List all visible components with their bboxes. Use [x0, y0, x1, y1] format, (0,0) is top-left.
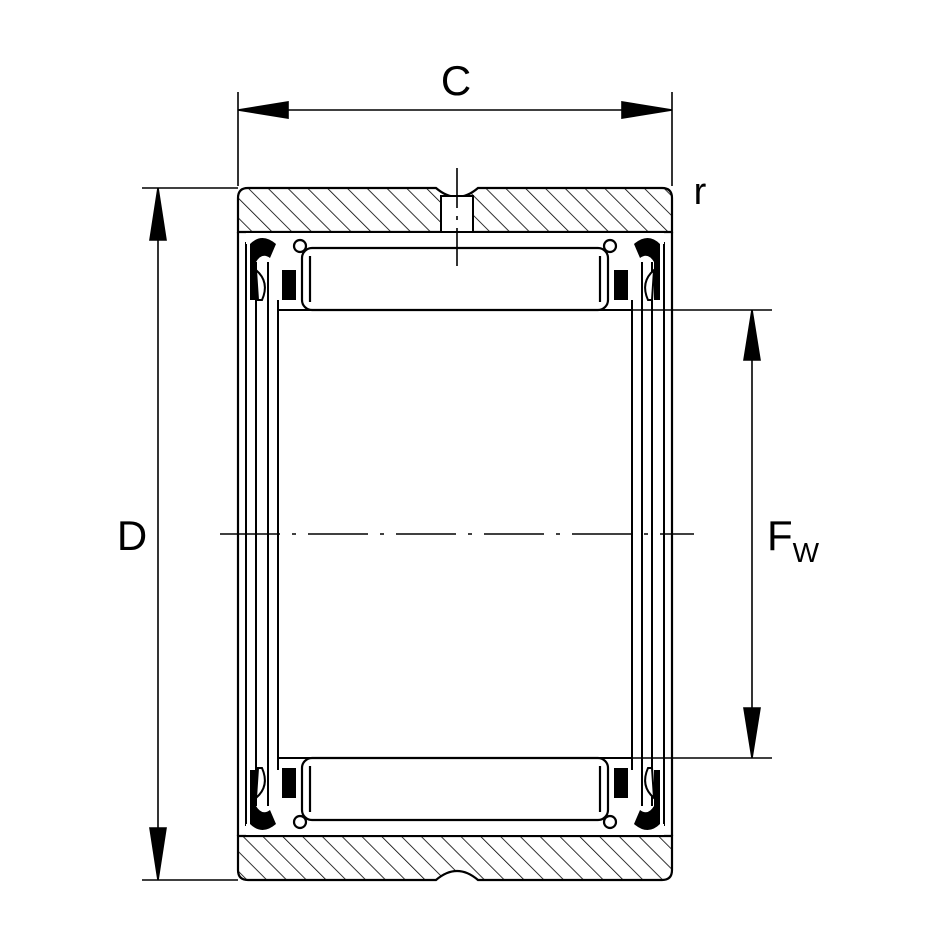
dimension-fw — [614, 309, 772, 759]
dimension-d — [142, 187, 238, 881]
seals — [250, 238, 660, 830]
label-d: D — [117, 512, 147, 559]
dimension-c — [237, 92, 673, 186]
needle-roller-bottom — [300, 756, 610, 822]
seal-bottom-left — [250, 770, 276, 830]
seal-top-right — [634, 238, 660, 300]
label-fw-sub: W — [793, 537, 820, 568]
label-c: C — [441, 57, 471, 104]
outer-ring-bottom-section — [236, 834, 674, 882]
label-fw-main: F — [767, 512, 793, 559]
seal-top-left — [250, 238, 276, 300]
needle-roller-top — [300, 246, 610, 312]
label-r: r — [694, 171, 707, 213]
seal-bottom-right — [634, 770, 660, 830]
center-lines — [220, 168, 694, 535]
label-fw: FW — [767, 512, 820, 568]
needle-rollers — [292, 238, 618, 830]
